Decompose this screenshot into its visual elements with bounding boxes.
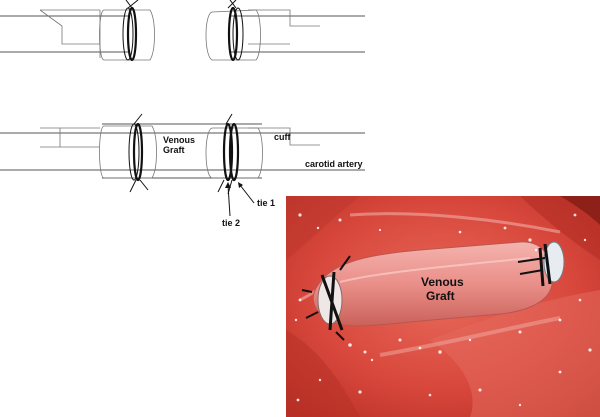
cuff-label: cuff: [274, 132, 292, 142]
tie-1: [228, 122, 240, 182]
left-tie: [132, 122, 144, 182]
right-suture: [538, 243, 552, 287]
surgical-photo: Venous Graft: [286, 196, 600, 417]
carotid-artery-label: carotid artery: [305, 159, 363, 169]
venous-graft-label-line1: Venous: [163, 135, 195, 145]
right-cuff-body: [205, 127, 263, 179]
photo-venous-graft-label-line2: Graft: [426, 289, 455, 303]
right-cuff-outline: [248, 127, 320, 146]
photo-venous-graft-label-line1: Venous: [421, 275, 464, 289]
left-cuff-outline: [40, 127, 100, 148]
top-left-vessel: [0, 0, 155, 62]
specular-highlights: [294, 213, 592, 407]
bottom-diagram: Venous Graft cuff carotid artery tie 1 t…: [0, 113, 365, 228]
tie-2-pointer: tie 2: [222, 182, 240, 228]
left-cuff-body: [99, 125, 157, 179]
left-suture: [320, 271, 344, 331]
venous-graft-label-line2: Graft: [163, 145, 185, 155]
top-right-vessel: [205, 0, 365, 62]
top-diagram: [0, 0, 365, 62]
tie-2-label: tie 2: [222, 218, 240, 228]
tie-1-pointer: tie 1: [238, 182, 275, 208]
tie-2: [222, 122, 234, 182]
tie-1-label: tie 1: [257, 198, 275, 208]
